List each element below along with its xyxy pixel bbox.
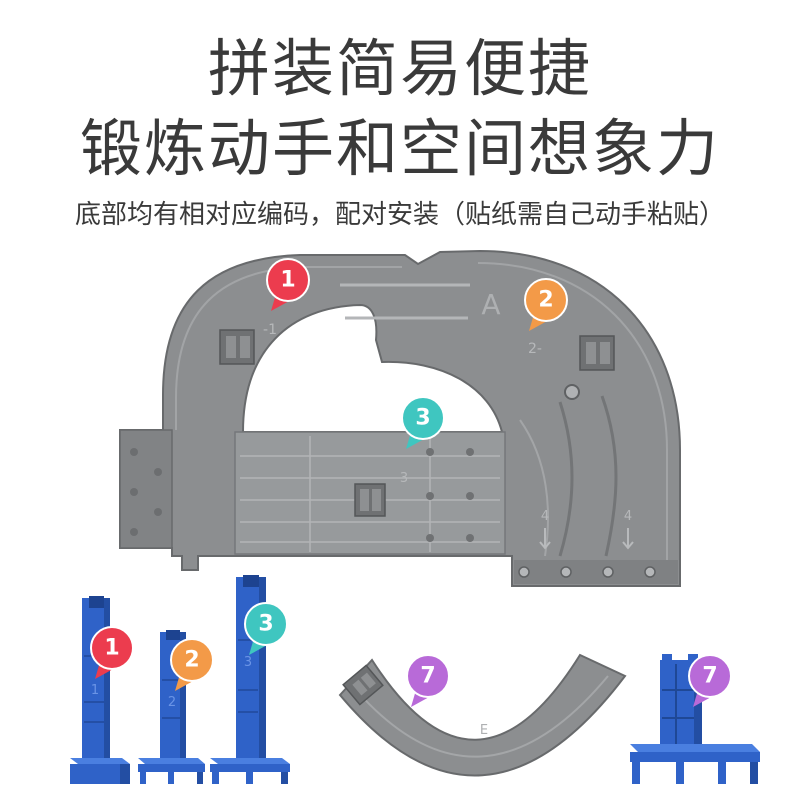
badge-part-7-curve: 7: [406, 654, 450, 707]
badge-label: 7: [702, 664, 717, 689]
headline-line-2: 锻炼动手和空间想象力: [79, 112, 720, 185]
emboss-mark-1: -1: [263, 322, 277, 338]
badge-label: 3: [258, 612, 273, 637]
headline-line-1: 拼装简易便捷: [207, 32, 592, 105]
badge-main-2: 2: [524, 278, 568, 331]
emboss-pillar-2: 2: [168, 695, 176, 710]
emboss-mark-4a: 4: [541, 509, 549, 524]
left-tab: [119, 429, 173, 549]
emboss-letter-a: A: [481, 288, 500, 321]
main-track-piece: A -1 2- 3 4 4: [119, 249, 681, 587]
badge-part-7-support: 7: [688, 654, 732, 707]
emboss-mark-3: 3: [400, 471, 408, 486]
badge-part-2: 2: [170, 638, 214, 691]
badge-label: 1: [104, 636, 119, 661]
emboss-pillar-3: 3: [244, 655, 252, 670]
socket-1: [219, 329, 255, 365]
curved-piece-socket: [342, 664, 384, 706]
emboss-mark-2: 2-: [528, 341, 542, 357]
badge-label: 2: [184, 648, 199, 673]
blue-pillar-1: 1: [70, 596, 130, 784]
badge-label: 2: [538, 288, 553, 313]
emboss-pillar-1: 1: [91, 683, 99, 698]
curved-track-piece: E: [338, 653, 627, 777]
socket-2: [579, 335, 615, 371]
badge-main-3: 3: [401, 396, 445, 449]
emboss-mark-4b: 4: [624, 509, 632, 524]
badge-label: 3: [415, 406, 430, 431]
screw: [564, 384, 580, 400]
socket-3: [354, 483, 386, 517]
badge-main-1: 1: [266, 258, 310, 311]
badge-part-1: 1: [90, 626, 134, 679]
badge-label: 1: [280, 268, 295, 293]
emboss-curve-letter: E: [480, 723, 488, 738]
badge-part-3: 3: [244, 602, 288, 655]
badge-label: 7: [420, 664, 435, 689]
subtitle: 底部均有相对应编码，配对安装（贴纸需自己动手粘贴）: [74, 200, 725, 230]
